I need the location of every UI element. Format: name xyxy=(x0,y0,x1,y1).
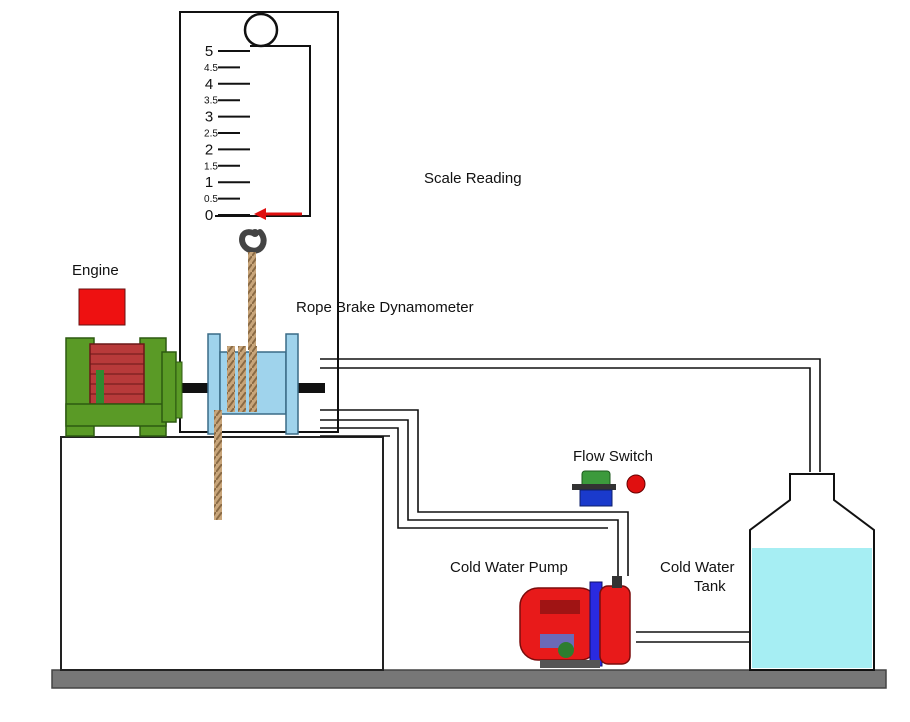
flow-indicator xyxy=(626,474,646,494)
water-pipes xyxy=(320,358,821,643)
flow-switch-label: Flow Switch xyxy=(573,448,654,465)
scale-tick-label: 3 xyxy=(205,109,213,126)
scale-tick-label: 3.5 xyxy=(204,96,218,107)
scale-tick-label: 5 xyxy=(205,43,213,60)
scale-reading-label: Scale Reading xyxy=(424,170,522,187)
scale-tick-label: 0.5 xyxy=(204,194,218,205)
tank-water xyxy=(752,548,872,668)
flow-switch-icon xyxy=(572,470,616,507)
water-tank xyxy=(749,473,875,671)
hook-icon xyxy=(239,229,267,254)
dynamometer-label: Rope Brake Dynamometer xyxy=(296,299,474,316)
dynamometer-frame xyxy=(179,11,339,433)
scale-tick-label: 0 xyxy=(205,207,213,224)
scale-tick-label: 2 xyxy=(205,141,213,158)
ground-base xyxy=(51,669,887,689)
pump-label: Cold Water Pump xyxy=(450,559,568,576)
engine-label: Engine xyxy=(72,262,119,279)
scale-tick-label: 1.5 xyxy=(204,161,218,172)
spring-scale: 5 4.5 4 3.5 3 2.52 1.5 1 0.5 0 xyxy=(204,12,311,224)
scale-tick-label: 4.5 xyxy=(204,63,218,74)
pump-icon xyxy=(519,576,631,668)
scale-tick-label: 4 xyxy=(205,76,213,93)
tank-label-line2: Tank xyxy=(694,578,726,595)
scale-tick-label: 1 xyxy=(205,174,213,191)
rope-lower xyxy=(214,410,222,520)
engine-indicator xyxy=(78,288,126,326)
engine-icon xyxy=(65,337,183,437)
scale-pivot xyxy=(243,12,279,48)
rope-upper xyxy=(248,252,256,350)
scale-tick-label: 2.5 xyxy=(204,129,218,140)
scale-pointer-head xyxy=(254,208,266,220)
tank-label-line1: Cold Water xyxy=(660,559,735,576)
scale-ticks: 5 4.5 4 3.5 3 2.52 1.5 1 0.5 0 xyxy=(204,43,250,224)
